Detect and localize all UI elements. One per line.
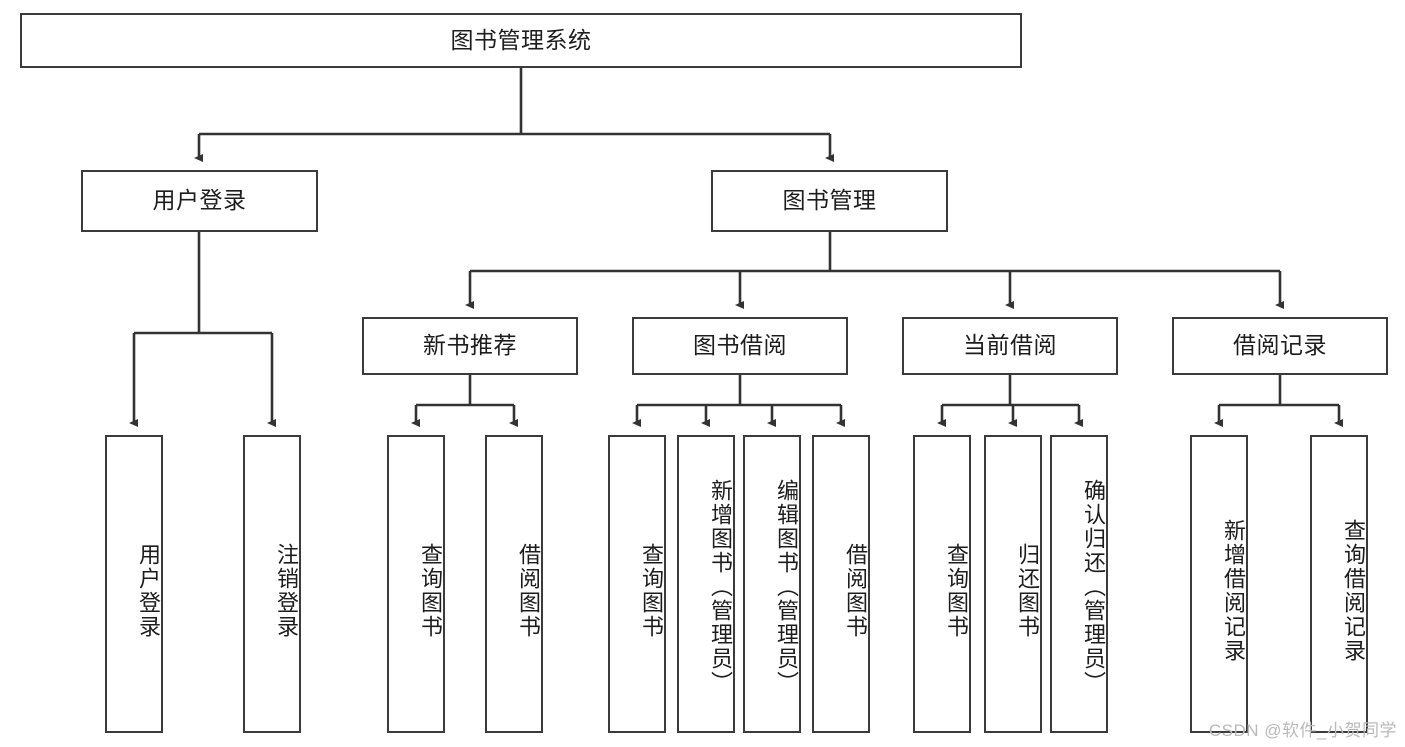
watermark: CSDN @软件_小贺同学 [1208, 721, 1397, 740]
node-leaf-query-book-borrow[interactable]: 查询图书 [608, 435, 666, 733]
node-leaf-query-book-current-label: 查询图书 [944, 543, 969, 639]
node-user-login[interactable]: 用户登录 [81, 170, 318, 232]
node-leaf-add-book-label: 新增图书（管理员） [708, 479, 733, 695]
node-leaf-query-book-recommendation[interactable]: 查询图书 [387, 435, 445, 733]
node-user-login-label: 用户登录 [152, 187, 247, 214]
node-leaf-confirm-return-label: 确认归还（管理员） [1081, 479, 1106, 695]
node-leaf-borrow-book-recommendation[interactable]: 借阅图书 [485, 435, 543, 733]
node-borrow-record-label: 借阅记录 [1233, 332, 1327, 359]
node-leaf-borrow-book[interactable]: 借阅图书 [812, 435, 870, 733]
node-root[interactable]: 图书管理系统 [20, 13, 1022, 68]
node-book-manage-label: 图书管理 [782, 187, 877, 214]
node-leaf-user-login[interactable]: 用户登录 [105, 435, 163, 733]
node-new-book-recommendation-label: 新书推荐 [423, 332, 517, 359]
node-leaf-query-book-recommendation-label: 查询图书 [418, 543, 443, 639]
node-leaf-edit-book[interactable]: 编辑图书（管理员） [743, 435, 801, 733]
node-leaf-borrow-book-recommendation-label: 借阅图书 [516, 543, 541, 639]
node-leaf-logout[interactable]: 注销登录 [243, 435, 301, 733]
node-leaf-logout-label: 注销登录 [274, 543, 299, 639]
node-root-label: 图书管理系统 [450, 26, 592, 53]
node-leaf-query-book-borrow-label: 查询图书 [639, 543, 664, 639]
node-leaf-return-book[interactable]: 归还图书 [984, 435, 1042, 733]
node-leaf-query-borrow-record-label: 查询借阅记录 [1341, 519, 1366, 663]
node-new-book-recommendation[interactable]: 新书推荐 [362, 317, 578, 375]
node-borrow-record[interactable]: 借阅记录 [1172, 317, 1388, 375]
node-leaf-edit-book-label: 编辑图书（管理员） [774, 479, 799, 695]
node-book-manage[interactable]: 图书管理 [711, 170, 948, 232]
node-leaf-confirm-return[interactable]: 确认归还（管理员） [1050, 435, 1108, 733]
node-book-borrow-label: 图书借阅 [693, 332, 787, 359]
node-leaf-query-book-current[interactable]: 查询图书 [913, 435, 971, 733]
node-current-borrow[interactable]: 当前借阅 [902, 317, 1118, 375]
node-book-borrow[interactable]: 图书借阅 [632, 317, 848, 375]
node-leaf-query-borrow-record[interactable]: 查询借阅记录 [1310, 435, 1368, 733]
node-leaf-user-login-label: 用户登录 [136, 543, 161, 639]
node-leaf-add-borrow-record[interactable]: 新增借阅记录 [1190, 435, 1248, 733]
node-leaf-borrow-book-label: 借阅图书 [843, 543, 868, 639]
node-leaf-add-book[interactable]: 新增图书（管理员） [677, 435, 735, 733]
node-leaf-return-book-label: 归还图书 [1015, 543, 1040, 639]
node-leaf-add-borrow-record-label: 新增借阅记录 [1221, 519, 1246, 663]
node-current-borrow-label: 当前借阅 [963, 332, 1057, 359]
